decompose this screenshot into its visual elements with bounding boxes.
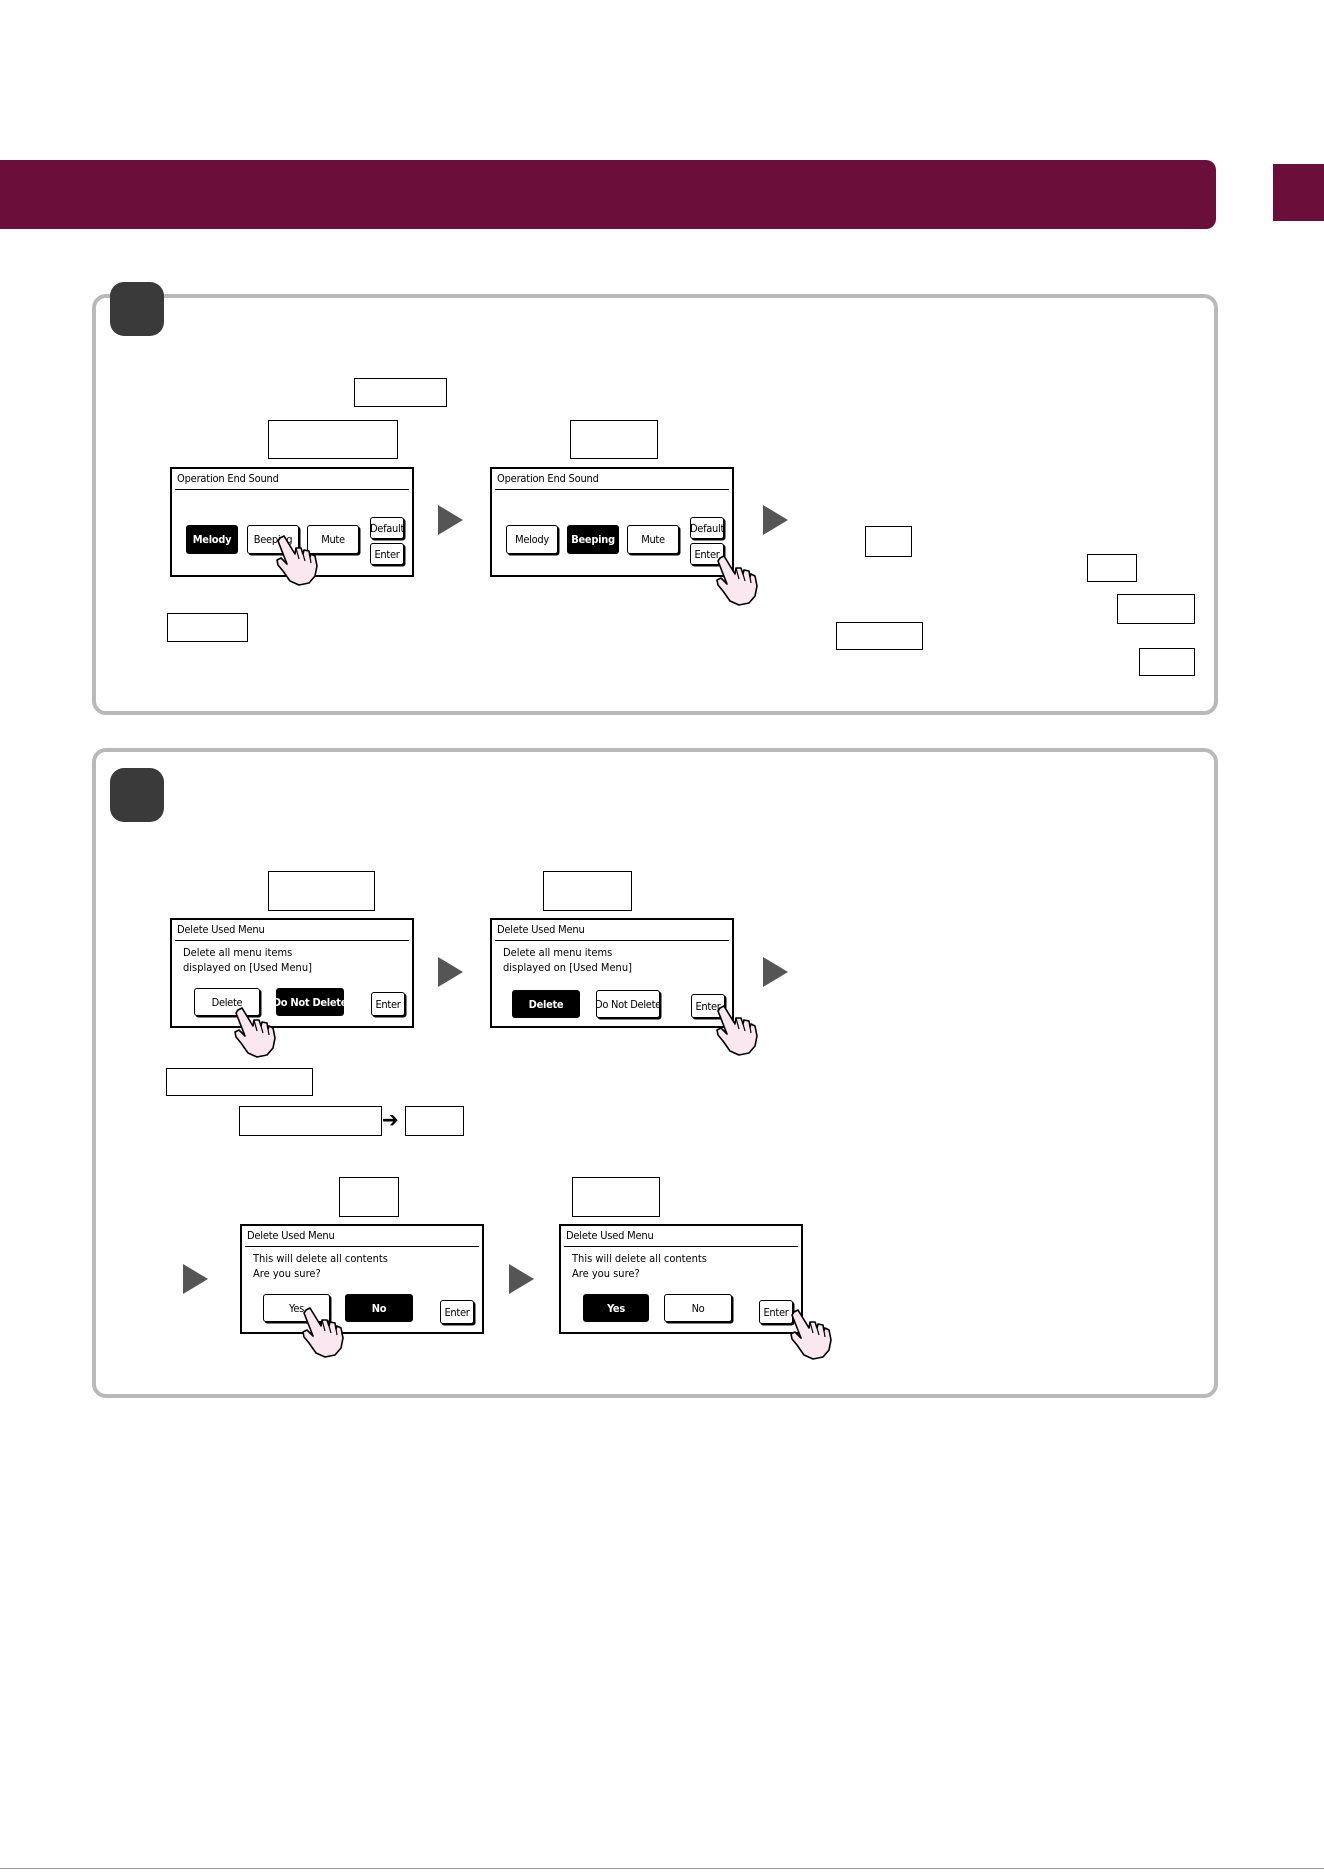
step-number-1 — [110, 282, 164, 336]
pointing-hand-icon — [294, 1304, 348, 1358]
screen-title: Delete Used Menu — [566, 1229, 654, 1242]
dialog-text-line-2: Are you sure? — [572, 1267, 640, 1280]
pointing-hand-icon — [708, 1002, 762, 1056]
enter-button[interactable]: Enter — [691, 994, 725, 1018]
screen-title: Delete Used Menu — [177, 923, 265, 936]
no-button[interactable]: No — [664, 1294, 732, 1322]
no-button[interactable]: No — [345, 1294, 413, 1322]
dialog-text-line-1: Delete all menu items — [183, 946, 293, 959]
header-bar — [0, 160, 1216, 229]
label-box — [543, 871, 632, 911]
label-box — [167, 613, 248, 642]
label-box — [1117, 594, 1195, 624]
dialog-text-line-1: This will delete all contents — [572, 1252, 707, 1265]
triangle-right-icon — [438, 505, 463, 535]
do-not-delete-button[interactable]: Do Not Delete — [595, 990, 661, 1018]
label-box — [239, 1106, 382, 1136]
confirm-delete-screen: Delete Used Menu This will delete all co… — [240, 1224, 484, 1334]
yes-button[interactable]: Yes — [583, 1294, 649, 1322]
screen-title: Delete Used Menu — [247, 1229, 335, 1242]
do-not-delete-button[interactable]: Do Not Delete — [273, 988, 347, 1016]
label-box — [570, 420, 658, 459]
label-box — [865, 526, 912, 557]
arrow-right-icon: ➔ — [382, 1108, 399, 1133]
dialog-text-line-1: Delete all menu items — [503, 946, 613, 959]
label-box — [1087, 554, 1137, 582]
triangle-right-icon — [509, 1264, 534, 1294]
footer-rule — [0, 1868, 1324, 1869]
dialog-text-line-1: This will delete all contents — [253, 1252, 388, 1265]
mute-button[interactable]: Mute — [627, 525, 679, 554]
enter-button[interactable]: Enter — [690, 543, 724, 565]
screen-title: Operation End Sound — [177, 472, 279, 485]
step-number-2 — [110, 768, 164, 822]
enter-button[interactable]: Enter — [370, 543, 404, 565]
yes-button[interactable]: Yes — [263, 1294, 330, 1322]
pointing-hand-icon — [226, 1004, 280, 1058]
delete-button[interactable]: Delete — [194, 988, 260, 1016]
dialog-text-line-2: Are you sure? — [253, 1267, 321, 1280]
mute-button[interactable]: Mute — [307, 525, 359, 554]
side-tab — [1273, 164, 1324, 221]
triangle-right-icon — [763, 957, 788, 987]
beeping-button[interactable]: Beeping — [567, 525, 619, 554]
triangle-right-icon — [438, 957, 463, 987]
pointing-hand-icon — [268, 532, 322, 586]
screen-title: Delete Used Menu — [497, 923, 585, 936]
dialog-text-line-2: displayed on [Used Menu] — [503, 961, 632, 974]
pointing-hand-icon — [708, 552, 762, 606]
label-box — [836, 622, 923, 650]
label-box — [166, 1068, 313, 1096]
label-box — [268, 871, 375, 911]
default-button[interactable]: Default — [690, 517, 724, 539]
enter-button[interactable]: Enter — [440, 1300, 474, 1324]
triangle-right-icon — [183, 1264, 208, 1294]
dialog-text-line-2: displayed on [Used Menu] — [183, 961, 312, 974]
default-button[interactable]: Default — [370, 517, 404, 539]
label-box — [354, 378, 447, 407]
delete-button[interactable]: Delete — [512, 990, 580, 1018]
label-box — [339, 1177, 399, 1217]
screen-title: Operation End Sound — [497, 472, 599, 485]
label-box — [268, 420, 398, 459]
triangle-right-icon — [763, 505, 788, 535]
operation-end-sound-screen: Operation End Sound Melody Beeping Mute … — [490, 467, 734, 577]
pointing-hand-icon — [782, 1306, 836, 1360]
enter-button[interactable]: Enter — [759, 1300, 793, 1324]
label-box — [572, 1177, 660, 1217]
confirm-delete-screen: Delete Used Menu This will delete all co… — [559, 1224, 803, 1334]
melody-button[interactable]: Melody — [506, 525, 558, 554]
delete-used-menu-screen: Delete Used Menu Delete all menu items d… — [490, 918, 734, 1028]
label-box — [405, 1106, 464, 1136]
enter-button[interactable]: Enter — [371, 992, 405, 1016]
melody-button[interactable]: Melody — [186, 525, 238, 554]
delete-used-menu-screen: Delete Used Menu Delete all menu items d… — [170, 918, 414, 1028]
label-box — [1139, 648, 1195, 676]
